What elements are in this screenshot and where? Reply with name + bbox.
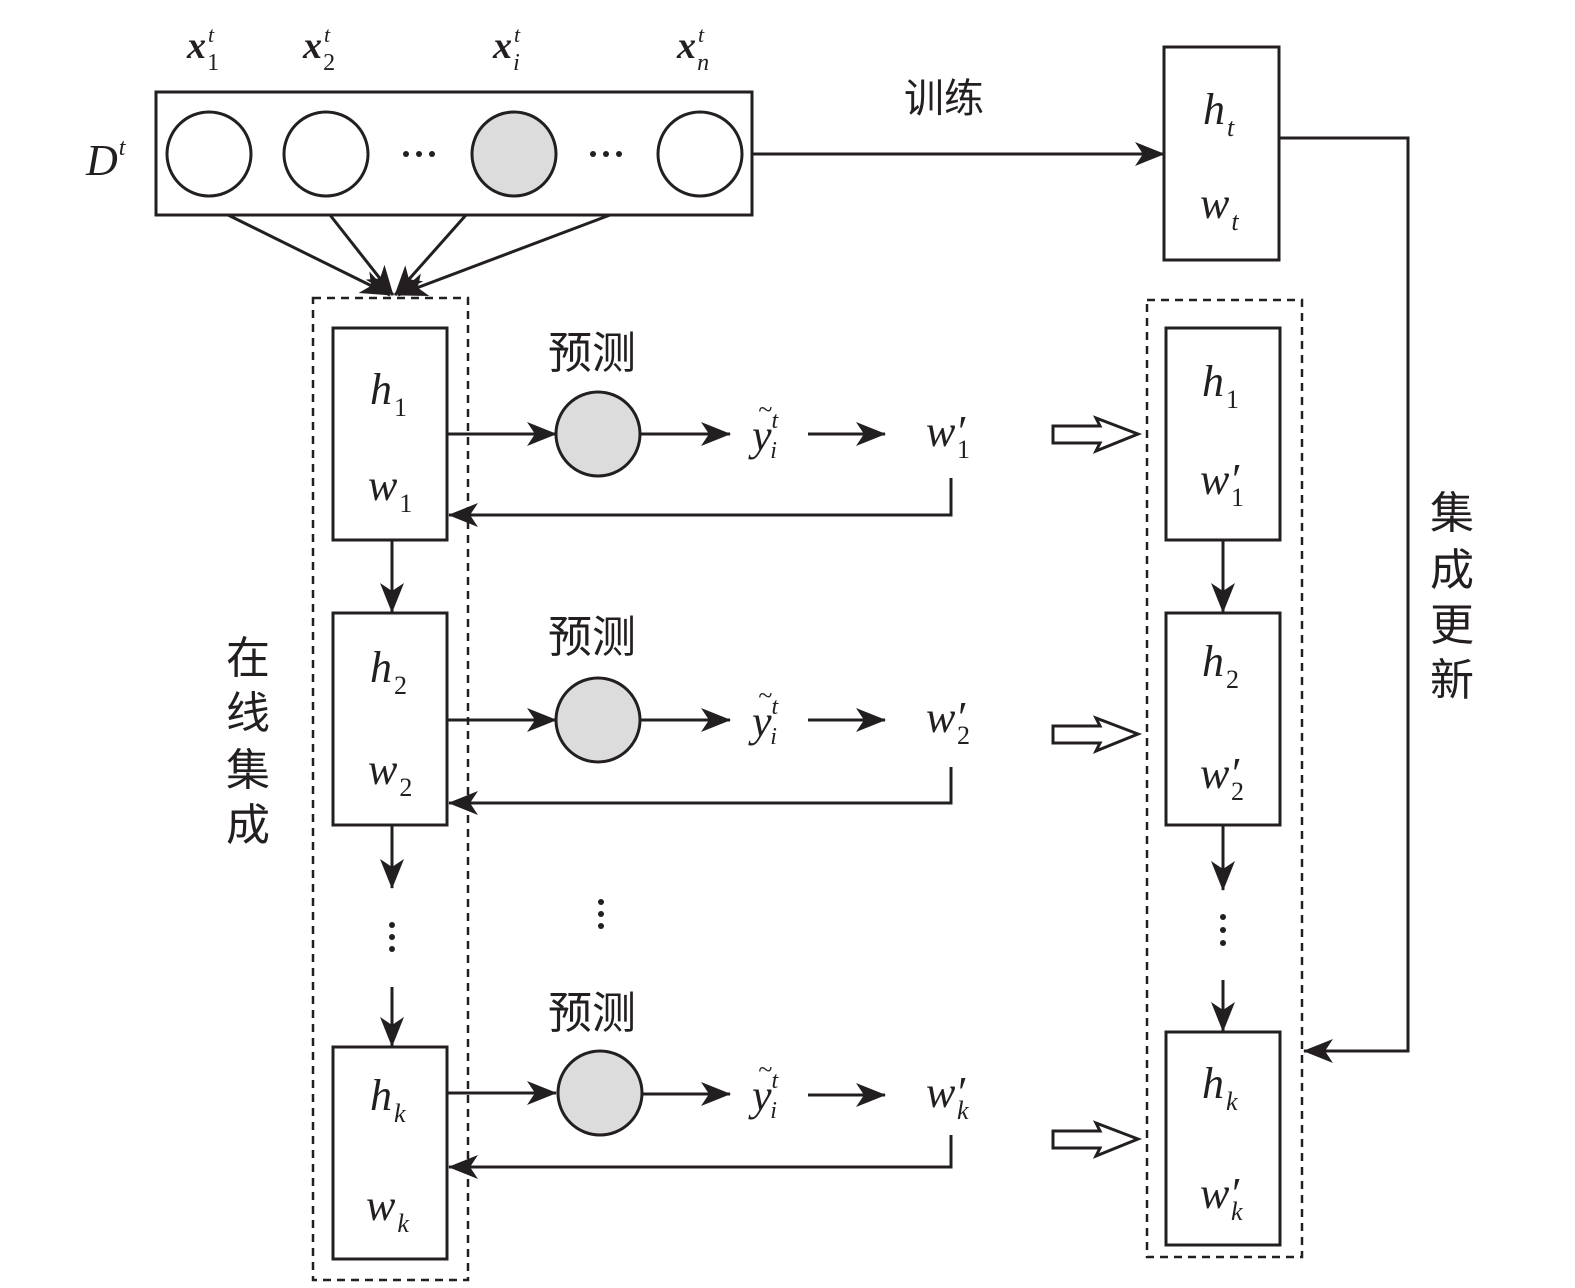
predict-node-2 bbox=[554, 676, 642, 764]
model-2-h: h2 bbox=[370, 643, 407, 700]
model-k-w: wk bbox=[366, 1181, 409, 1238]
svg-text:新: 新 bbox=[1430, 655, 1474, 706]
feedback-arrow-1 bbox=[448, 478, 953, 527]
updated-model-box-k bbox=[1164, 1030, 1282, 1247]
predict-node-k bbox=[556, 1049, 644, 1137]
hollow-arrow-2 bbox=[1051, 715, 1143, 754]
model-k-h: hk bbox=[370, 1071, 406, 1128]
svg-text:成: 成 bbox=[1430, 545, 1474, 596]
updated-model-box-2 bbox=[1164, 611, 1282, 827]
svg-text:集: 集 bbox=[226, 745, 270, 796]
ellipsis-2 bbox=[590, 151, 622, 157]
predict-label-1: 预测 bbox=[548, 328, 636, 379]
svg-text:线: 线 bbox=[226, 688, 270, 739]
tilde-1: ~ bbox=[758, 395, 772, 424]
updated-model-1-w: w′1 bbox=[1200, 455, 1244, 512]
ensemble-update-arrow bbox=[1279, 136, 1410, 1063]
updated-model-2-h: h2 bbox=[1202, 637, 1239, 694]
predict-label-k: 预测 bbox=[548, 988, 636, 1039]
sample-node-2 bbox=[282, 110, 370, 198]
model-1-w: w1 bbox=[368, 461, 412, 518]
feedback-arrow-k bbox=[448, 1135, 953, 1179]
svg-text:集: 集 bbox=[1430, 488, 1474, 539]
hollow-arrow-k bbox=[1051, 1120, 1143, 1159]
svg-text:更: 更 bbox=[1430, 600, 1474, 651]
ellipsis-1 bbox=[403, 151, 435, 157]
dataset-label: Dt bbox=[85, 135, 127, 185]
dataset-box bbox=[154, 90, 754, 217]
hollow-arrow-1 bbox=[1051, 415, 1143, 454]
updated-weight-1: w′1 bbox=[926, 407, 970, 464]
online-ensemble-label: 在 线 集 成 bbox=[226, 633, 270, 851]
vertical-ellipsis-middle bbox=[598, 899, 604, 929]
model-box-k bbox=[331, 1045, 449, 1261]
svg-text:成: 成 bbox=[226, 800, 270, 851]
new-model-box bbox=[1162, 45, 1281, 262]
train-label: 训练 bbox=[904, 76, 984, 122]
updated-ensemble-group bbox=[1145, 298, 1304, 1259]
updated-model-1-h: h1 bbox=[1202, 357, 1239, 414]
new-model-h: ht bbox=[1203, 85, 1235, 142]
updated-model-2-w: w′2 bbox=[1200, 749, 1244, 806]
svg-text:在: 在 bbox=[226, 633, 270, 684]
feedback-arrow-2 bbox=[448, 767, 953, 815]
sample-node-i-highlighted bbox=[470, 110, 558, 198]
fan-in-arrows bbox=[227, 213, 611, 297]
updated-model-k-w: w′k bbox=[1200, 1169, 1243, 1226]
tilde-k: ~ bbox=[758, 1055, 772, 1084]
model-2-w: w2 bbox=[368, 745, 412, 802]
online-ensemble-group bbox=[311, 296, 470, 1282]
updated-model-box-1 bbox=[1164, 326, 1282, 542]
updated-model-k-h: hk bbox=[1202, 1059, 1238, 1116]
model-box-1 bbox=[331, 326, 449, 542]
sample-node-1 bbox=[165, 110, 253, 198]
model-1-h: h1 bbox=[370, 365, 407, 422]
updated-weight-k: w′k bbox=[926, 1068, 969, 1125]
model-box-2 bbox=[331, 611, 449, 827]
tilde-2: ~ bbox=[758, 681, 772, 710]
updated-weight-2: w′2 bbox=[926, 693, 970, 750]
ensemble-update-label: 集 成 更 新 bbox=[1430, 488, 1474, 706]
vertical-ellipsis-left bbox=[389, 922, 395, 952]
new-model-w: wt bbox=[1200, 179, 1239, 236]
predict-node-1 bbox=[554, 390, 642, 478]
sample-node-n bbox=[656, 110, 744, 198]
predict-label-2: 预测 bbox=[548, 612, 636, 663]
vertical-ellipsis-right bbox=[1220, 914, 1226, 946]
